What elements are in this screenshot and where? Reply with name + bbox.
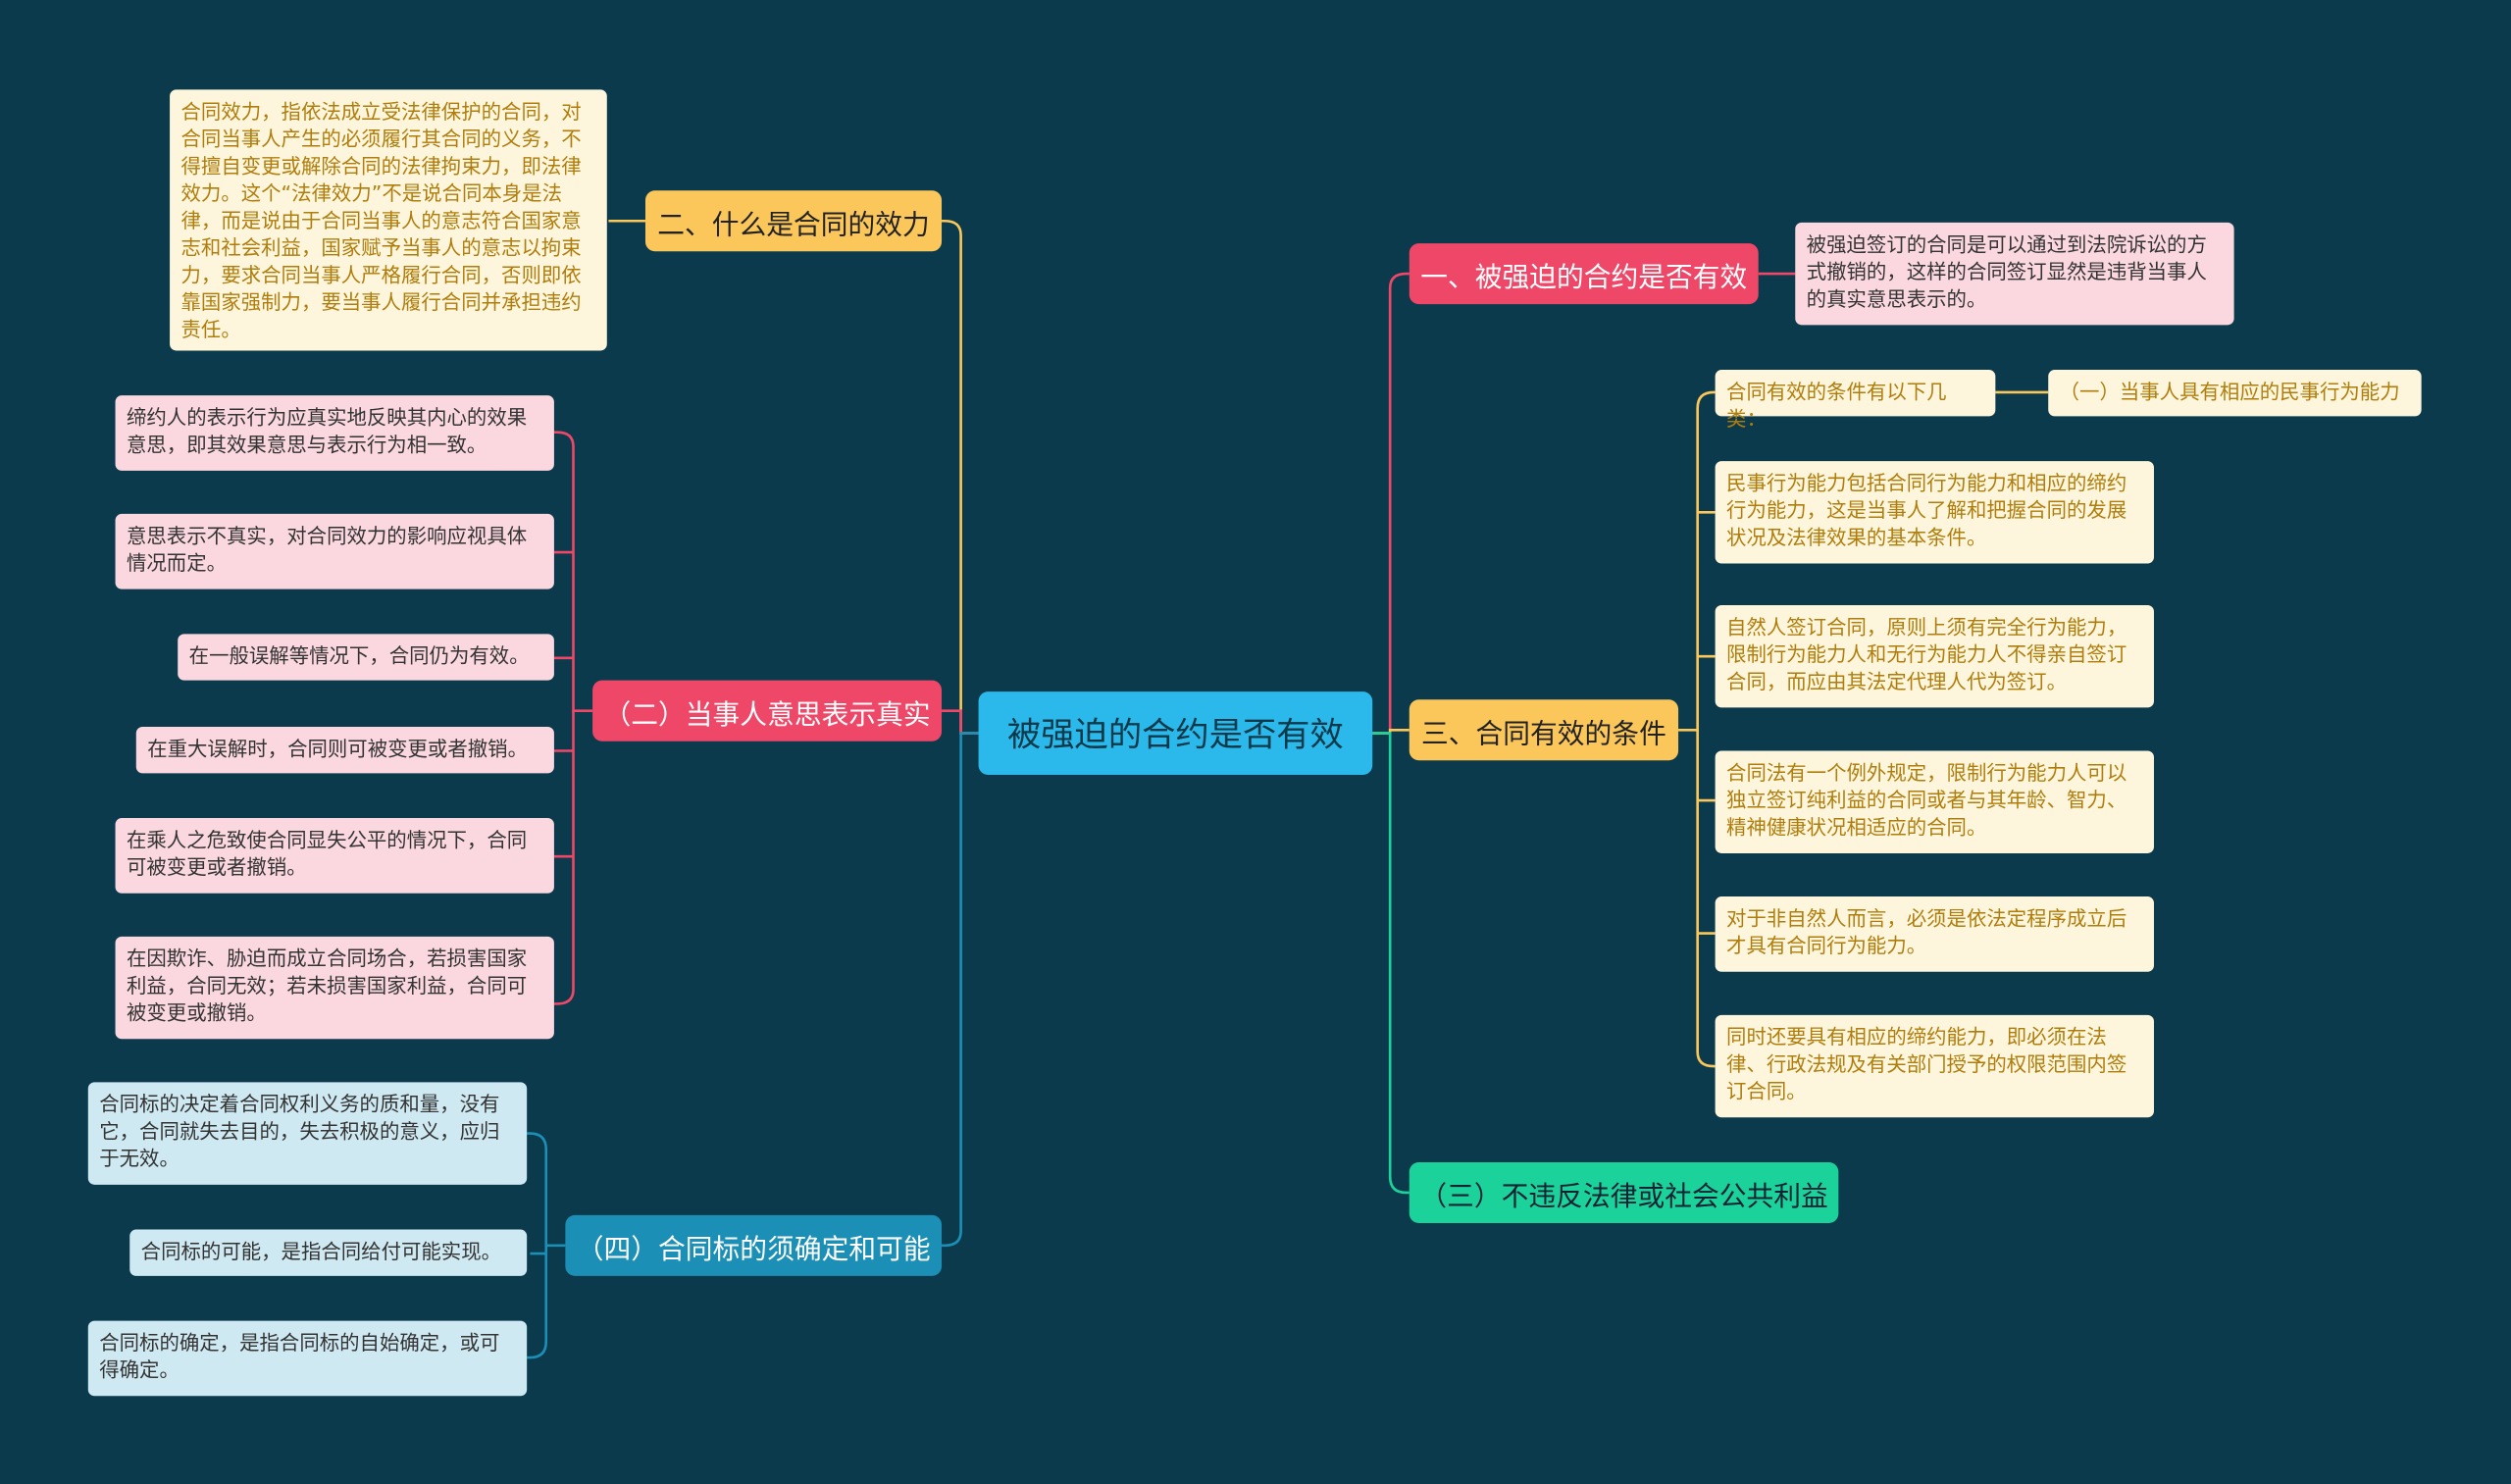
condition-item-5: 同时还要具有相应的缔约能力，即必须在法律、行政法规及有关部门授予的权限范围内签订… [1715, 1014, 2154, 1118]
object-item-1: 合同标的决定着合同权利义务的质和量，没有它，合同就失去目的，失去积极的意义，应归… [87, 1082, 528, 1185]
intention-item-3: 在一般误解等情况下，合同仍为有效。 [178, 634, 554, 681]
condition-capacity: （一）当事人具有相应的民事行为能力 [2048, 370, 2422, 417]
intention-item-6: 在因欺诈、胁迫而成立合同场合，若损害国家利益，合同无效；若未损害国家利益，合同可… [115, 936, 554, 1040]
contract-validity-note: 合同效力，指依法成立受法律保护的合同，对合同当事人产生的必须履行其合同的义务，不… [170, 89, 607, 351]
object-item-3: 合同标的确定，是指合同标的自始确定，或可得确定。 [87, 1320, 528, 1397]
condition-item-1: 民事行为能力包括合同行为能力和相应的缔约行为能力，这是当事人了解和把握合同的发展… [1715, 461, 2154, 564]
branch-valid-conditions[interactable]: 三、合同有效的条件 [1409, 699, 1679, 761]
branch-forced-contract[interactable]: 一、被强迫的合约是否有效 [1409, 243, 1759, 305]
intention-item-4: 在重大误解时，合同则可被变更或者撤销。 [135, 727, 554, 774]
conditions-label: 合同有效的条件有以下几类： [1715, 370, 1996, 431]
root-topic[interactable]: 被强迫的合约是否有效 [978, 691, 1373, 775]
intention-item-1: 缔约人的表示行为应真实地反映其内心的效果意思，即其效果意思与表示行为相一致。 [115, 395, 554, 471]
forced-contract-note: 被强迫签订的合同是可以通过到法院诉讼的方式撤销的，这样的合同签订显然是违背当事人… [1795, 222, 2234, 326]
branch-true-intention[interactable]: （二）当事人意思表示真实 [592, 680, 943, 742]
condition-item-4: 对于非自然人而言，必须是依法定程序成立后才具有合同行为能力。 [1715, 896, 2154, 972]
intention-item-5: 在乘人之危致使合同显失公平的情况下，合同可被变更或者撤销。 [115, 818, 554, 894]
condition-item-3: 合同法有一个例外规定，限制行为能力人可以独立签订纯利益的合同或者与其年龄、智力、… [1715, 750, 2154, 853]
branch-not-violate-law[interactable]: （三）不违反法律或社会公共利益 [1409, 1161, 1839, 1224]
object-item-2: 合同标的可能，是指合同给付可能实现。 [129, 1229, 528, 1276]
intention-item-2: 意思表示不真实，对合同效力的影响应视具体情况而定。 [115, 513, 554, 589]
condition-item-2: 自然人签订合同，原则上须有完全行为能力，限制行为能力人和无行为能力人不得亲自签订… [1715, 604, 2154, 708]
branch-contract-validity[interactable]: 二、什么是合同的效力 [644, 190, 943, 252]
branch-object-determinable[interactable]: （四）合同标的须确定和可能 [565, 1214, 943, 1276]
